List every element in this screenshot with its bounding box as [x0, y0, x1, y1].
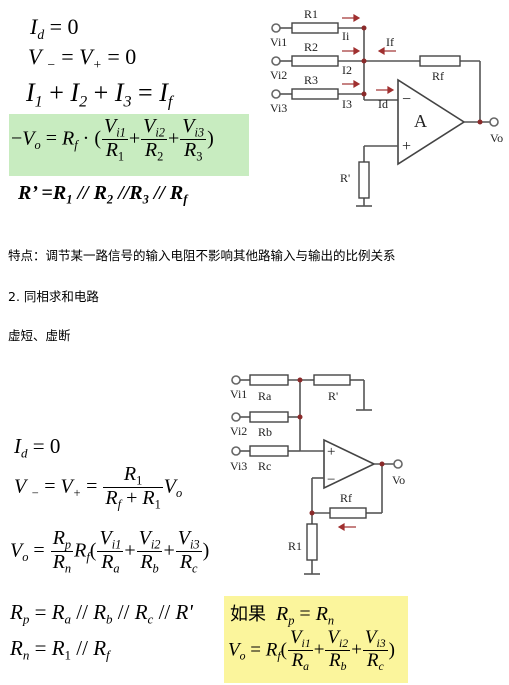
label-vi3: Vi3 — [270, 101, 287, 115]
terminal-vi1 — [271, 23, 281, 33]
label-rprime: R' — [340, 171, 350, 185]
label-i1: Ii — [342, 29, 350, 43]
label-rprime-2: R' — [328, 389, 338, 403]
terminal-vi1-2 — [231, 375, 241, 385]
label-vi3-2: Vi3 — [230, 459, 247, 473]
label-if: If — [386, 35, 394, 49]
eq-rn: Rn = R1 // Rf — [10, 636, 110, 663]
virtual-short-open: 虚短、虚断 — [8, 328, 71, 343]
highlight-box-green — [9, 114, 249, 176]
label-r1: R1 — [304, 7, 318, 21]
label-vi1-2: Vi1 — [230, 387, 247, 401]
label-vi2: Vi2 — [270, 68, 287, 82]
eq-id-zero-2: Id = 0 — [14, 434, 61, 461]
label-rf-2: Rf — [340, 491, 352, 505]
label-rc: Rc — [258, 459, 271, 473]
feature-note: 特点：调节某一路信号的输入电阻不影响其他路输入与输出的比例关系 — [8, 248, 396, 263]
label-r1-2: R1 — [288, 539, 302, 553]
label-vi2-2: Vi2 — [230, 424, 247, 438]
eq-id-zero-1: Id = 0 — [30, 14, 79, 42]
opamp-plus-2: + — [327, 444, 335, 460]
opamp-triangle-1 — [397, 78, 466, 166]
terminal-vo-1 — [489, 117, 499, 127]
section-heading: 2. 同相求和电路 — [8, 289, 99, 304]
terminal-vi3-2 — [231, 446, 241, 456]
label-rf: Rf — [432, 69, 444, 83]
label-i2: I2 — [342, 63, 352, 77]
terminal-vo-2 — [393, 459, 403, 469]
eq-r-prime: R’ =R1 // R2 //R3 // Rf — [18, 182, 188, 207]
label-vo-2: Vo — [392, 473, 405, 487]
label-vo: Vo — [490, 131, 503, 145]
condition-line: 如果 Rp = Rn — [230, 603, 335, 628]
label-r2: R2 — [304, 40, 318, 54]
terminal-vi2 — [271, 56, 281, 66]
opamp-minus-1: − — [402, 91, 411, 108]
eq-current-sum: I1 + I2 + I3 = If — [26, 78, 173, 111]
highlight-box-yellow — [224, 596, 408, 683]
opamp-plus-1: + — [402, 138, 411, 155]
opamp-triangle-2 — [323, 438, 376, 490]
eq-rp: Rp = Ra // Rb // Rc // R' — [10, 600, 193, 627]
opamp-label-a: A — [414, 111, 427, 131]
label-vi1: Vi1 — [270, 35, 287, 49]
label-rb: Rb — [258, 425, 272, 439]
opamp-minus-2: − — [327, 472, 335, 488]
label-id: Id — [378, 97, 388, 111]
label-i3: I3 — [342, 97, 352, 111]
eq-v-equal-1: V − = V+ = 0 — [28, 44, 137, 72]
terminal-vi2-2 — [231, 412, 241, 422]
noninverting-summer-circuit: Vi1 Ra Vi2 Rb Vi3 Rc R' Rf R1 Vo + − — [230, 374, 405, 575]
label-r3: R3 — [304, 73, 318, 87]
terminal-vi3 — [271, 89, 281, 99]
label-ra: Ra — [258, 389, 272, 403]
inverting-summer-circuit: R1 R2 R3 Vi1 Vi2 Vi3 Ii I2 I3 If Id Rf R… — [270, 7, 503, 207]
